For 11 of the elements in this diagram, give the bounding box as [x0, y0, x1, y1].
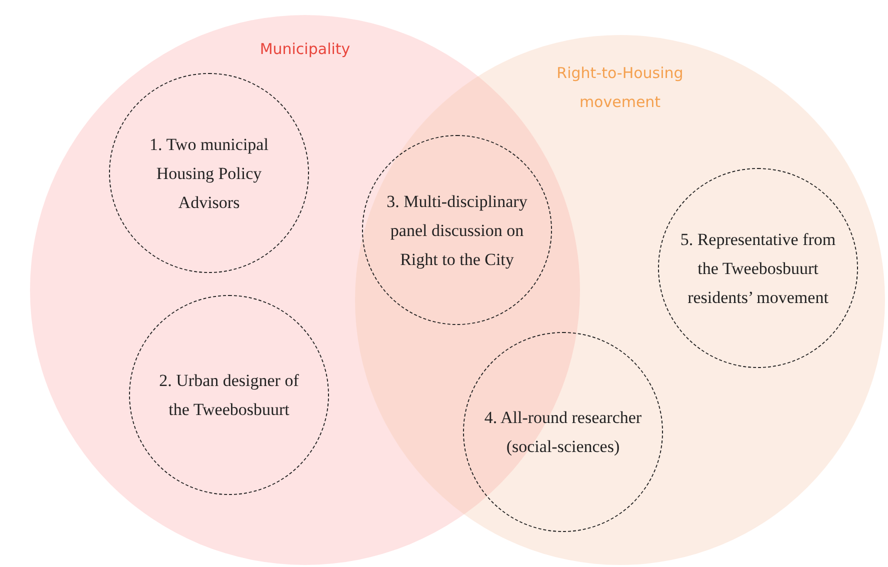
dashed-circle [362, 135, 552, 325]
dashed-circle [109, 73, 309, 273]
circle-label: 3. Multi-disciplinary panel discussion on Right to the City [386, 190, 528, 271]
dashed-circle [658, 168, 858, 368]
circle-heading: Municipality [258, 39, 352, 60]
circle-label: 4. All-round researcher (social-sciences) [483, 407, 643, 458]
dashed-circle [129, 295, 329, 495]
circle-label: 1. Two municipal Housing Policy Advisors [148, 134, 270, 214]
circle-heading: Right-to-Housing movement [556, 63, 684, 113]
circle-label: 5. Representative from the Tweebosbuurt residents’ movement [679, 228, 837, 308]
circle-label: 2. Urban designer of the Tweebosbuurt [158, 370, 300, 421]
